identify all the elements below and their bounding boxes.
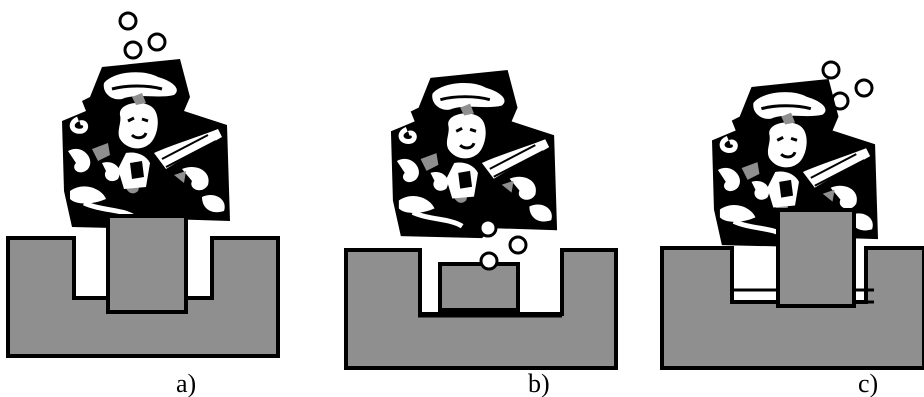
inner-plug <box>106 214 188 314</box>
bubble <box>821 60 841 80</box>
figure-block <box>391 70 557 238</box>
bubble <box>479 251 499 271</box>
channel-gap-right <box>854 258 864 300</box>
bubble <box>854 78 874 98</box>
figure-block <box>62 59 230 229</box>
inner-plug <box>438 262 520 312</box>
bubble <box>123 40 143 60</box>
bubble <box>118 11 138 31</box>
channel-gap-right <box>186 238 210 296</box>
panel-c: c) <box>660 60 924 397</box>
panel-label-b: b) <box>528 369 550 397</box>
bubble <box>508 235 528 255</box>
inner-plug <box>776 208 856 308</box>
channel-gap-left <box>734 258 778 300</box>
bubble <box>147 32 167 52</box>
container-u <box>344 248 618 370</box>
panel-a: a) <box>6 11 280 397</box>
panel-b: b) <box>344 70 618 397</box>
panel-label-c: c) <box>858 369 878 397</box>
channel-gap-left <box>76 238 108 296</box>
container-u <box>6 236 280 358</box>
panel-label-a: a) <box>176 369 196 397</box>
bubble <box>478 218 498 238</box>
